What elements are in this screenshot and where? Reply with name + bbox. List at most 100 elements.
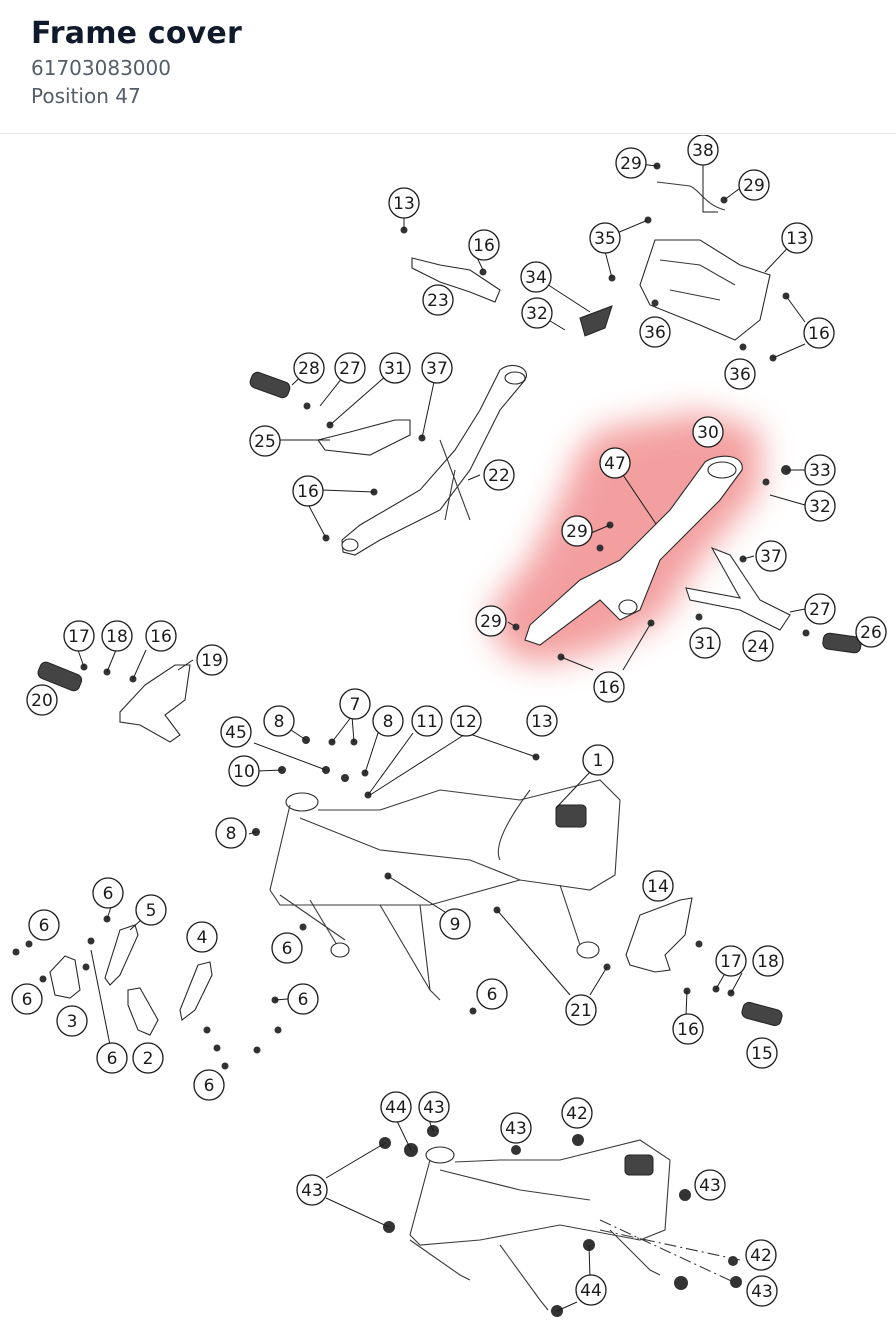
callout-6: 6 (96, 1042, 128, 1074)
callout-43: 43 (500, 1112, 532, 1144)
callout-6: 6 (476, 978, 508, 1010)
callout-number: 32 (809, 497, 831, 517)
callout-6: 6 (271, 932, 303, 964)
callout-8: 8 (263, 705, 295, 737)
callout-number: 36 (729, 365, 751, 385)
callout-number: 43 (423, 1098, 445, 1118)
page-title: Frame cover (31, 16, 242, 51)
callout-number: 20 (31, 691, 53, 711)
callout-13: 13 (388, 187, 420, 219)
callout-number: 13 (786, 229, 808, 249)
callout-29: 29 (738, 169, 770, 201)
callout-11: 11 (411, 705, 443, 737)
callout-number: 33 (809, 461, 831, 481)
callout-17: 17 (715, 945, 747, 977)
callout-44: 44 (575, 1274, 607, 1306)
callout-number: 25 (254, 432, 276, 452)
callout-24: 24 (742, 630, 774, 662)
callout-38: 38 (687, 135, 719, 166)
callout-16: 16 (672, 1013, 704, 1045)
callout-number: 1 (593, 751, 604, 771)
lower-frame-part (409, 1139, 741, 1311)
callout-number: 17 (720, 952, 742, 972)
callout-42: 42 (745, 1239, 777, 1271)
position-label: Position 47 (31, 84, 141, 108)
callout-6: 6 (287, 983, 319, 1015)
callout-25: 25 (249, 425, 281, 457)
callout-number: 44 (385, 1098, 407, 1118)
leader-lines (77, 162, 811, 1312)
callout-number: 31 (384, 359, 406, 379)
callout-44: 44 (380, 1091, 412, 1123)
callout-31: 31 (379, 352, 411, 384)
callout-3: 3 (56, 1005, 88, 1037)
callout-18: 18 (101, 620, 133, 652)
callout-number: 21 (570, 1001, 592, 1021)
callout-29: 29 (615, 147, 647, 179)
callout-number: 16 (598, 678, 620, 698)
callout-15: 15 (746, 1037, 778, 1069)
callout-23: 23 (422, 284, 454, 316)
callout-number: 38 (692, 141, 714, 161)
callout-2: 2 (132, 1042, 164, 1074)
callout-number: 4 (197, 928, 208, 948)
main-frame-part (269, 779, 621, 1001)
frame-cover-part[interactable] (524, 455, 743, 646)
callout-number: 27 (809, 600, 831, 620)
callout-45: 45 (220, 716, 252, 748)
callout-number: 22 (488, 466, 510, 486)
callout-number: 36 (644, 323, 666, 343)
callout-number: 34 (525, 268, 547, 288)
callout-number: 45 (225, 723, 247, 743)
callout-number: 8 (383, 712, 394, 732)
callout-10: 10 (228, 755, 260, 787)
callout-27: 27 (334, 352, 366, 384)
footpeg-15-part (741, 1001, 783, 1027)
callout-number: 23 (427, 291, 449, 311)
callout-9: 9 (439, 908, 471, 940)
callout-36: 36 (724, 358, 756, 390)
callout-43: 43 (746, 1275, 778, 1307)
callout-number: 13 (531, 712, 553, 732)
footpeg-20-part (37, 661, 83, 692)
callout-number: 7 (350, 695, 361, 715)
bracket-4-part (179, 961, 213, 1021)
callout-number: 3 (67, 1012, 78, 1032)
callout-16: 16 (593, 671, 625, 703)
callout-47[interactable]: 47 (599, 447, 631, 479)
callout-31: 31 (689, 627, 721, 659)
callout-32: 32 (804, 490, 836, 522)
callout-number: 43 (301, 1181, 323, 1201)
callout-16: 16 (292, 475, 324, 507)
callout-42: 42 (561, 1097, 593, 1129)
callout-number: 13 (393, 194, 415, 214)
callout-21: 21 (565, 994, 597, 1026)
callout-number: 16 (150, 627, 172, 647)
bracket-23-part (411, 257, 501, 303)
callout-13: 13 (781, 222, 813, 254)
footrest-bracket-14-part (625, 897, 693, 973)
callout-number: 18 (757, 952, 779, 972)
bracket-3-part (49, 955, 81, 999)
callout-16: 16 (468, 229, 500, 261)
callout-number: 6 (298, 990, 309, 1010)
callout-29: 29 (561, 515, 593, 547)
callout-43: 43 (694, 1169, 726, 1201)
callout-number: 43 (751, 1282, 773, 1302)
callout-number: 42 (750, 1246, 772, 1266)
footrest-bracket-25-part (317, 419, 411, 456)
callout-number: 6 (487, 985, 498, 1005)
callout-37: 37 (421, 352, 453, 384)
callout-number: 5 (146, 901, 157, 921)
part-number: 61703083000 (31, 56, 171, 80)
footrest-bracket-24-part (685, 546, 791, 631)
callout-8: 8 (215, 817, 247, 849)
callout-29: 29 (475, 605, 507, 637)
callout-number: 29 (566, 522, 588, 542)
callout-14: 14 (642, 870, 674, 902)
callout-number: 9 (450, 915, 461, 935)
callout-37: 37 (755, 540, 787, 572)
callout-number: 15 (751, 1044, 773, 1064)
callout-22: 22 (483, 459, 515, 491)
